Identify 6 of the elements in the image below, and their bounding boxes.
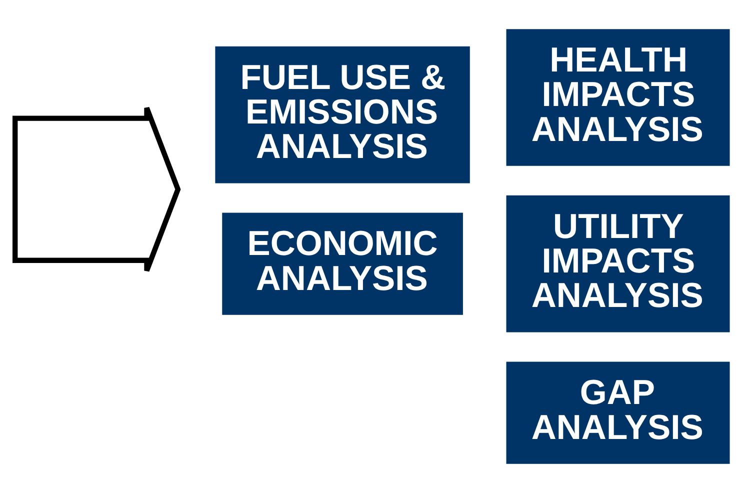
node-box: ECONOMIC ANALYSIS	[222, 212, 463, 314]
node-arrow	[12, 104, 181, 273]
node-box: GAP ANALYSIS	[506, 361, 730, 464]
node-box: FUEL USE & EMISSIONS ANALYSIS	[215, 46, 470, 183]
node-box: HEALTH IMPACTS ANALYSIS	[506, 28, 730, 166]
node-box: UTILITY IMPACTS ANALYSIS	[506, 194, 730, 332]
